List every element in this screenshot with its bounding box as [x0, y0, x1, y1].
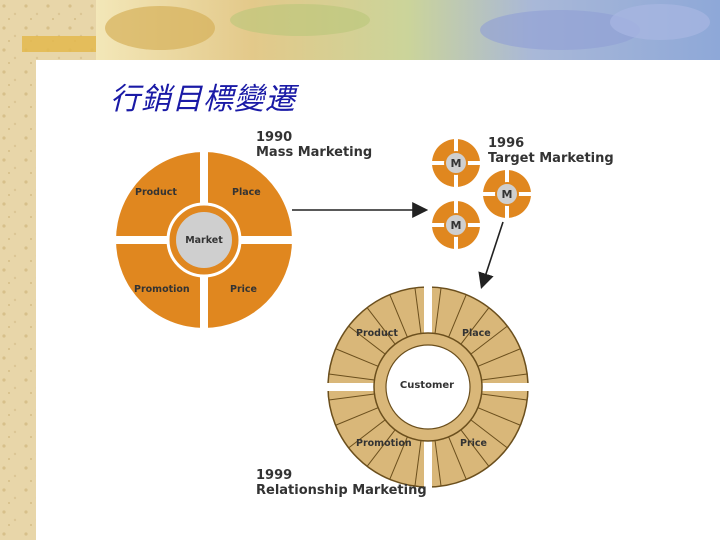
- relationship-divider-line: [448, 436, 467, 480]
- relationship-divider-line: [477, 407, 521, 426]
- relationship-center-disc: [385, 344, 471, 430]
- mass-quadrant-place: Place: [232, 187, 261, 198]
- mass-center-label: Market: [185, 235, 223, 246]
- relationship-divider-line: [434, 440, 442, 487]
- relationship-divider-line: [434, 287, 442, 334]
- target-segment-1: M: [432, 139, 480, 187]
- banner-flower-shape: [480, 10, 640, 50]
- mass-quadrant-promotion: Promotion: [134, 284, 190, 295]
- mass-marketing-wheel: Product Place Promotion Price Market: [114, 150, 294, 330]
- relationship-marketing-year: 1999: [256, 468, 292, 483]
- relationship-divider-line: [470, 419, 508, 449]
- target-segment-label: M: [502, 188, 513, 201]
- relationship-divider-line: [460, 307, 490, 345]
- arrow-target-to-relationship: [478, 221, 504, 290]
- target-marketing-label: Target Marketing: [488, 151, 614, 166]
- mass-marketing-year: 1990: [256, 130, 292, 145]
- mass-marketing-label: Mass Marketing: [256, 145, 372, 160]
- relationship-quadrant-place: Place: [462, 328, 491, 339]
- relationship-divider-line: [477, 348, 521, 367]
- relationship-divider-line: [414, 287, 422, 334]
- banner-leaf-shape: [230, 4, 370, 36]
- relationship-divider-line: [481, 373, 528, 381]
- relationship-divider-line: [389, 436, 408, 480]
- banner-flower-shape: [610, 4, 710, 40]
- mass-center-disc: [176, 212, 232, 268]
- relationship-divider-line: [460, 429, 490, 467]
- relationship-divider-line: [366, 307, 396, 345]
- mass-quadrant-product: Product: [135, 187, 177, 198]
- relationship-quadrant-product: Product: [356, 328, 398, 339]
- relationship-divider-line: [335, 348, 379, 367]
- relationship-quadrant-promotion: Promotion: [356, 438, 412, 449]
- target-segment-2: M: [483, 170, 531, 218]
- target-marketing-year: 1996: [488, 136, 524, 151]
- relationship-marketing-label: Relationship Marketing: [256, 483, 427, 498]
- relationship-divider-line: [335, 407, 379, 426]
- relationship-marketing-wheel: Product Place Promotion Price Customer: [327, 286, 529, 488]
- mass-quadrant-price: Price: [230, 284, 257, 295]
- relationship-divider-line: [470, 325, 508, 355]
- relationship-center-label: Customer: [400, 380, 454, 391]
- relationship-divider-line: [328, 393, 375, 401]
- relationship-divider-line: [414, 440, 422, 487]
- slide-title: 行銷目標變遷: [110, 82, 296, 117]
- relationship-divider-line: [366, 429, 396, 467]
- relationship-divider-line: [448, 294, 467, 338]
- target-segment-label: M: [451, 157, 462, 170]
- relationship-divider-line: [348, 325, 386, 355]
- relationship-segment-dividers: [328, 287, 528, 487]
- target-segment-3: M: [432, 201, 480, 249]
- relationship-divider-line: [481, 393, 528, 401]
- relationship-divider-line: [389, 294, 408, 338]
- relationship-divider-line: [328, 373, 375, 381]
- banner-leaf-shape: [105, 6, 215, 50]
- target-segment-label: M: [451, 219, 462, 232]
- relationship-quadrant-price: Price: [460, 438, 487, 449]
- relationship-divider-line: [348, 419, 386, 449]
